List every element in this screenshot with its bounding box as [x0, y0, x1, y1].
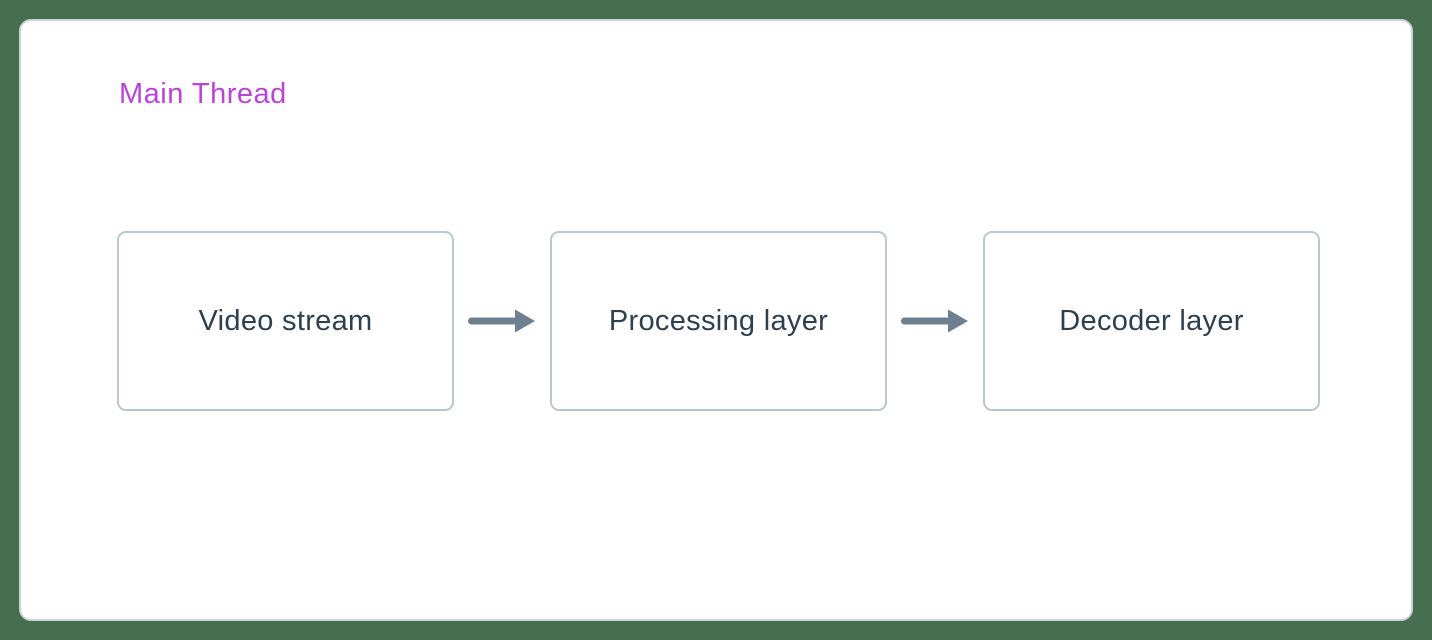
node-decoder-layer-label: Decoder layer	[1059, 304, 1244, 337]
right-arrow-icon	[468, 309, 535, 333]
arrow-video-to-processing	[454, 307, 550, 335]
diagram-title: Main Thread	[119, 78, 287, 110]
diagram-panel: Main Thread Video stream Processing laye…	[19, 19, 1413, 621]
node-processing-layer: Processing layer	[550, 231, 887, 411]
node-processing-layer-label: Processing layer	[608, 304, 829, 337]
flow-row: Video stream Processing layer Decoder la…	[117, 231, 1320, 411]
node-video-stream-label: Video stream	[198, 304, 373, 337]
right-arrow-icon	[901, 309, 968, 333]
arrow-processing-to-decoder	[887, 307, 983, 335]
node-video-stream: Video stream	[117, 231, 454, 411]
node-decoder-layer: Decoder layer	[983, 231, 1320, 411]
